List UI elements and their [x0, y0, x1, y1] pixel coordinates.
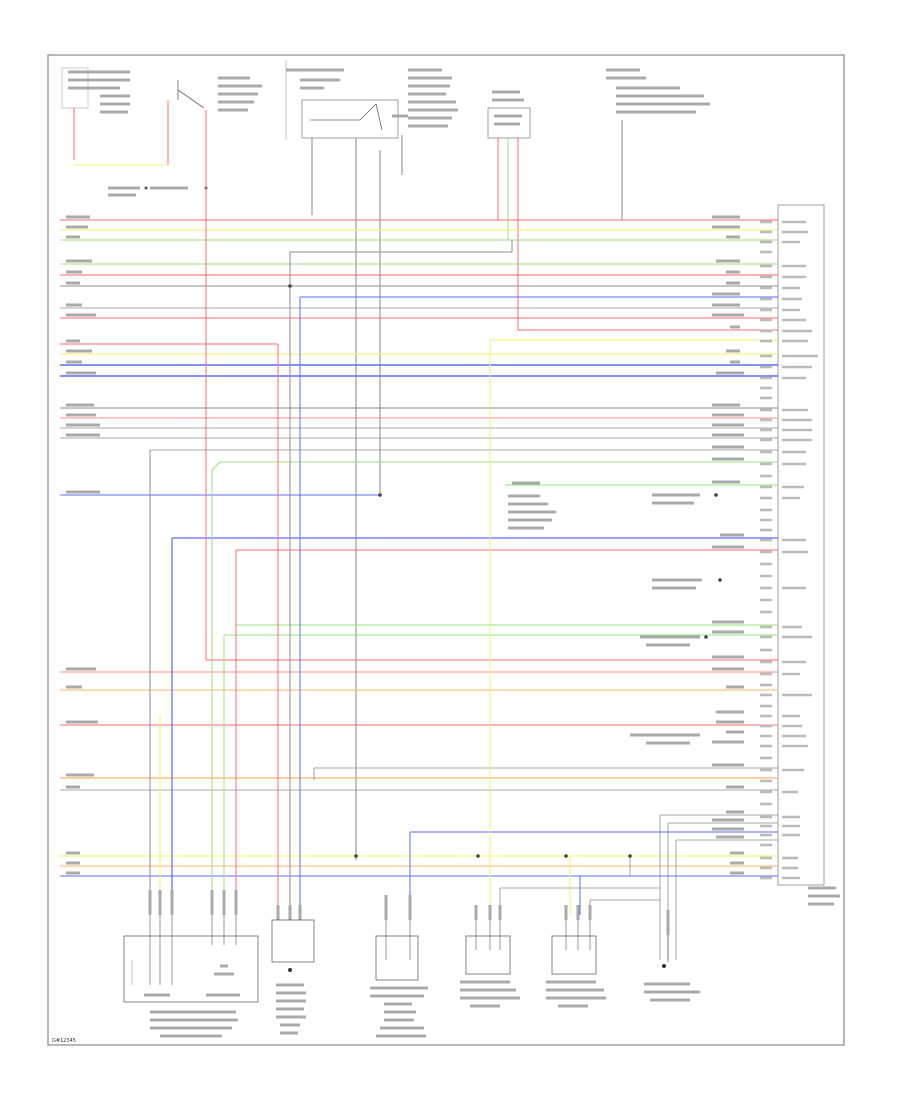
sensor-module-top — [487, 90, 531, 330]
throttle-body-component — [123, 915, 259, 1038]
injector-component-2 — [546, 920, 606, 1008]
ground-label-left — [108, 186, 208, 197]
wire-bus — [60, 219, 778, 877]
diagram-frame — [47, 54, 845, 1046]
fuel-pump-component — [370, 920, 428, 1038]
top-left-connector — [61, 67, 130, 114]
left-wire-labels — [66, 215, 100, 875]
knock-sensor-component — [644, 935, 700, 1002]
splice-points — [288, 284, 722, 858]
ecm-pin-labels — [760, 220, 818, 880]
relay-module — [285, 60, 458, 860]
footer-code: G#12345 — [52, 1038, 76, 1044]
vertical-runs — [149, 185, 677, 960]
top-label-cluster-1 — [218, 76, 262, 112]
ecm-connector — [777, 204, 840, 906]
right-wire-labels — [712, 215, 744, 875]
top-left-wires — [73, 80, 207, 185]
top-right-label-cluster — [606, 68, 710, 220]
mid-annotations — [508, 481, 702, 745]
sensor-component-2 — [271, 919, 315, 1035]
injector-component-1 — [460, 920, 520, 1008]
bottom-connector-pins — [148, 890, 670, 935]
